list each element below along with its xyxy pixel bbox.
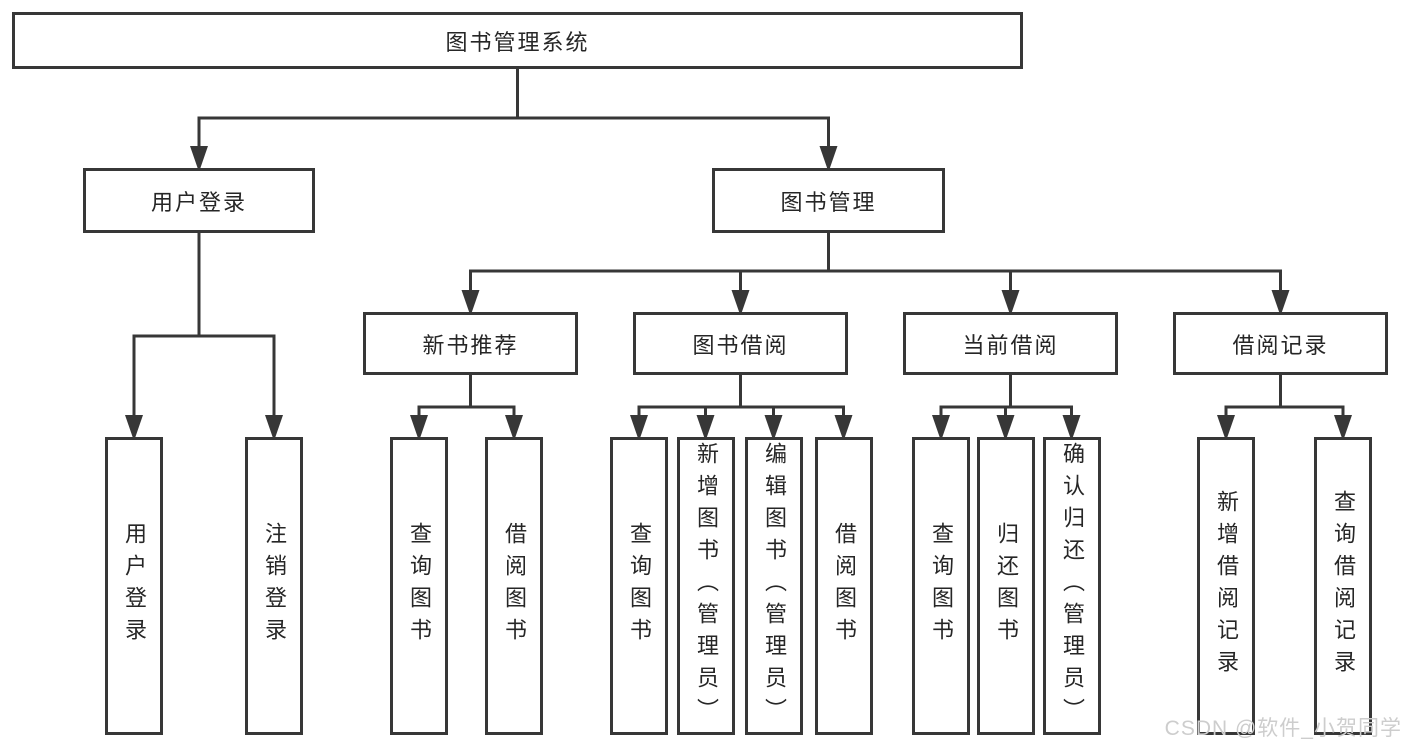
node-new-book-recommend: 新书推荐 (363, 312, 578, 375)
leaf-confirm-return-admin: 确认归还（管理员） (1043, 437, 1101, 735)
leaf-borrow-book-recommend: 借阅图书 (485, 437, 543, 735)
connector-book-borrow-branch (630, 375, 853, 441)
connector-current-borrow-branch (932, 375, 1081, 441)
leaf-query-book-recommend: 查询图书 (390, 437, 448, 735)
connector-new-book-branch (410, 375, 523, 441)
leaf-add-book-admin: 新增图书（管理员） (677, 437, 735, 735)
leaf-label: 查询图书 (627, 522, 652, 650)
node-user-login-module: 用户登录 (83, 168, 315, 233)
node-book-management-module: 图书管理 (712, 168, 945, 233)
connector-book-management-to-level3 (461, 233, 1290, 316)
leaf-borrow-book: 借阅图书 (815, 437, 873, 735)
leaf-label: 新增借阅记录 (1214, 490, 1239, 682)
node-root-system: 图书管理系统 (12, 12, 1023, 69)
leaf-label: 确认归还（管理员） (1060, 442, 1085, 730)
leaf-label: 查询借阅记录 (1331, 490, 1356, 682)
leaf-user-login: 用户登录 (105, 437, 163, 735)
connector-root-to-level2 (190, 69, 838, 172)
connector-borrow-record-branch (1217, 375, 1352, 441)
leaf-logout: 注销登录 (245, 437, 303, 735)
leaf-label: 借阅图书 (832, 522, 857, 650)
leaf-label: 编辑图书（管理员） (762, 442, 787, 730)
leaf-edit-book-admin: 编辑图书（管理员） (745, 437, 803, 735)
leaf-label: 查询图书 (407, 522, 432, 650)
node-book-borrow: 图书借阅 (633, 312, 848, 375)
leaf-label: 新增图书（管理员） (694, 442, 719, 730)
leaf-query-borrow-record: 查询借阅记录 (1314, 437, 1372, 735)
leaf-label: 用户登录 (122, 522, 147, 650)
leaf-add-borrow-record: 新增借阅记录 (1197, 437, 1255, 735)
leaf-query-book-current: 查询图书 (912, 437, 970, 735)
leaf-label: 查询图书 (929, 522, 954, 650)
connector-user-login-to-leaves (125, 233, 283, 441)
leaf-label: 借阅图书 (502, 522, 527, 650)
csdn-watermark: CSDN @软件_小贺同学 (1164, 717, 1402, 740)
leaf-label: 归还图书 (994, 522, 1019, 650)
node-borrow-record: 借阅记录 (1173, 312, 1388, 375)
node-current-borrow: 当前借阅 (903, 312, 1118, 375)
leaf-query-book-borrow: 查询图书 (610, 437, 668, 735)
leaf-return-book: 归还图书 (977, 437, 1035, 735)
leaf-label: 注销登录 (262, 522, 287, 650)
